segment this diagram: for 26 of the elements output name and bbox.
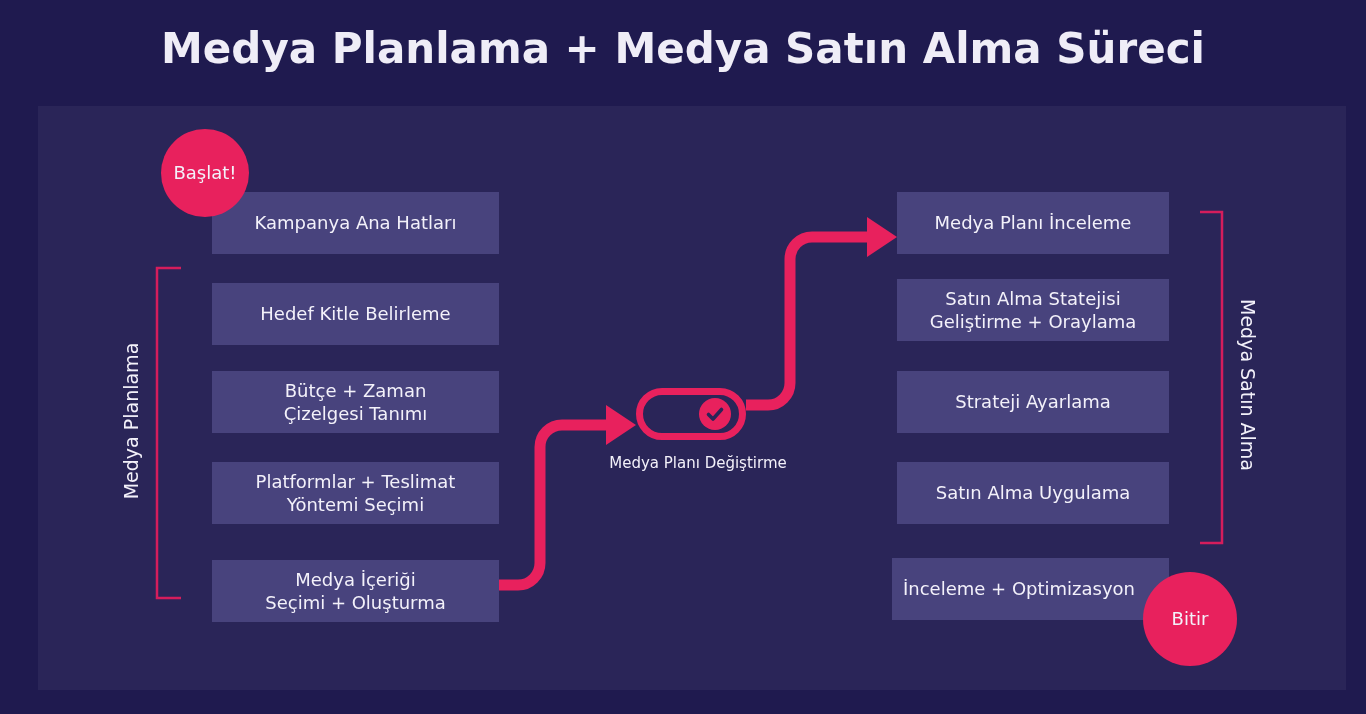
diagram-title: Medya Planlama + Medya Satın Alma Süreci (161, 24, 1205, 75)
step-text: İnceleme + Optimizasyon (903, 577, 1135, 601)
process-step (892, 558, 1169, 620)
process-step (897, 371, 1169, 433)
step-text: Kampanya Ana Hatları (254, 211, 457, 235)
step-text: Medya İçeriği Seçimi + Oluşturma (264, 567, 447, 615)
process-step (897, 192, 1169, 254)
step-text: Hedef Kitle Belirleme (260, 302, 451, 326)
group-label: Medya Planlama (119, 342, 143, 500)
step-text: Satın Alma Uygulama (935, 481, 1131, 505)
process-step (897, 462, 1169, 524)
step-text: Bütçe + Zaman Çizelgesi Tanımı (282, 378, 429, 426)
step-text: Satın Alma Statejisi Geliştirme + Oraylama (928, 286, 1138, 334)
process-step (212, 192, 499, 254)
step-text: Medya Planı İnceleme (934, 211, 1132, 235)
process-step (212, 462, 499, 524)
process-step (897, 279, 1169, 341)
terminal-text: Bitir (1171, 607, 1209, 631)
process-step (212, 283, 499, 345)
terminal-text: Başlat! (173, 161, 237, 185)
process-step (212, 560, 499, 622)
toggle-caption: Medya Planı Değiştirme (609, 454, 787, 472)
step-text: Strateji Ayarlama (955, 390, 1111, 414)
group-label: Medya Satın Alma (1236, 299, 1260, 471)
step-text: Platformlar + Teslimat Yöntemi Seçimi (254, 469, 457, 517)
process-step (212, 371, 499, 433)
